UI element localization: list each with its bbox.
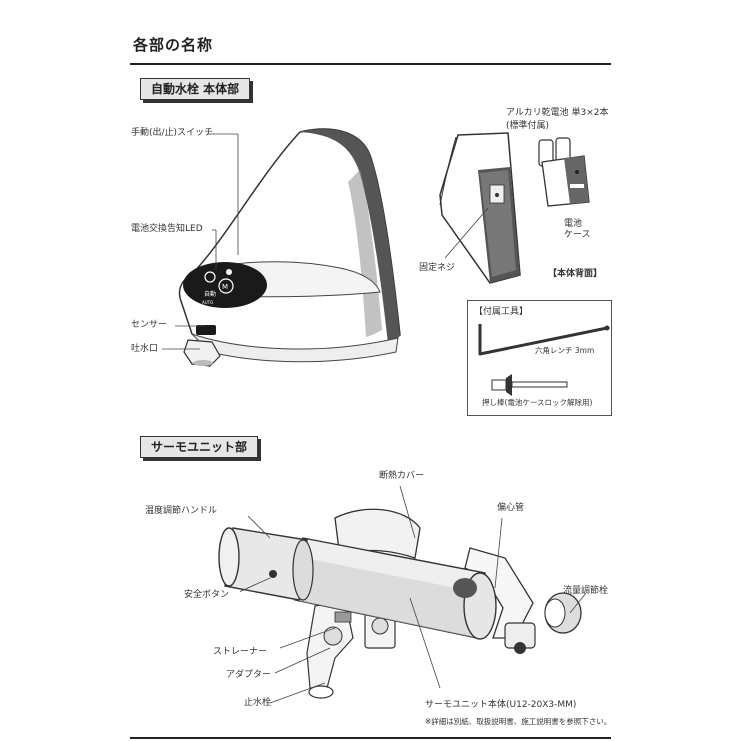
- label-battery-led: 電池交換告知LED: [131, 224, 203, 234]
- label-sensor: センサー: [131, 320, 168, 330]
- label-hex-wrench: 六角レンチ 3mm: [535, 346, 595, 355]
- faucet-leader-lines: [162, 133, 239, 350]
- label-adapter: アダプター: [226, 670, 272, 680]
- label-stop-valve: 止水栓: [244, 698, 272, 708]
- mode-auto-en: AUTO: [202, 300, 213, 305]
- battery-illustration: [538, 137, 590, 207]
- section-heading-thermo: サーモユニット部: [140, 436, 259, 458]
- page-title: 各部の名称: [133, 36, 214, 54]
- label-battery-line1: アルカリ乾電池 単3×2本: [506, 108, 609, 118]
- label-battery-line2: (標準付属): [506, 121, 550, 131]
- mode-auto-text: 自動: [204, 290, 216, 298]
- bottom-divider: [130, 737, 611, 739]
- thermo-unit-illustration: [218, 508, 582, 699]
- label-note: ※詳細は別紙、取扱説明書、施工説明書を参照下さい。: [425, 717, 612, 726]
- thermo-leader-lines: [240, 485, 587, 704]
- accessories-heading: 【付属工具】: [474, 307, 529, 317]
- rear-leader-lines: [444, 207, 489, 259]
- label-spout: 吐水口: [131, 344, 159, 354]
- label-fixing-screw: 固定ネジ: [419, 263, 456, 273]
- label-battery-case-2: ケース: [564, 230, 591, 240]
- svg-text:M: M: [222, 283, 228, 291]
- label-temp-handle: 温度調節ハンドル: [145, 506, 218, 516]
- label-push-rod: 押し棒(電池ケースロック解除用): [482, 398, 593, 407]
- label-rear-view: 【本体背面】: [548, 269, 603, 279]
- label-eccentric-pipe: 偏心管: [497, 503, 525, 513]
- label-battery-case-1: 電池: [564, 219, 583, 229]
- label-safety-button: 安全ボタン: [184, 590, 230, 600]
- accessories-illustration: [478, 324, 610, 396]
- section-heading-faucet: 自動水栓 本体部: [140, 78, 251, 100]
- label-strainer: ストレーナー: [213, 647, 268, 657]
- label-unit-body: サーモユニット本体(U12-20X3-MM): [425, 700, 577, 710]
- rear-view-illustration: [439, 132, 521, 284]
- accessories-box: [467, 300, 612, 416]
- faucet-illustration: M 自動 AUTO: [178, 128, 401, 367]
- label-manual-switch: 手動(出/止)スイッチ: [131, 128, 214, 138]
- label-flow-valve: 流量調節栓: [563, 586, 609, 596]
- label-insulation-cover: 断熱カバー: [379, 471, 425, 481]
- title-divider: [130, 63, 611, 65]
